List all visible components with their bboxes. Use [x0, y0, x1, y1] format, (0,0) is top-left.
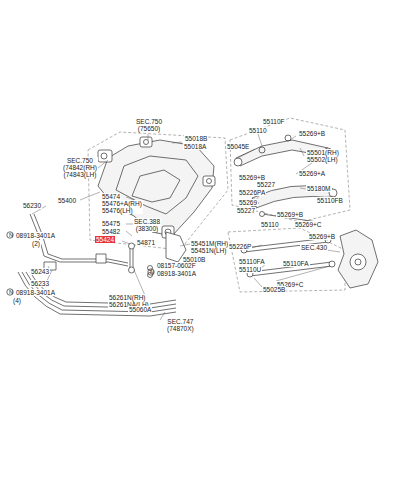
part-label: 56233: [30, 280, 50, 287]
part-label: (2): [31, 240, 41, 247]
part-label: 55269+B: [308, 233, 336, 240]
part-label: 55110FB: [316, 197, 344, 204]
part-label: 55226P: [228, 243, 252, 250]
part-label: 55018A: [183, 143, 207, 150]
part-label: 55110U: [238, 266, 262, 273]
part-label: 55475: [101, 220, 121, 227]
part-label: 08918-3401A: [15, 289, 56, 296]
part-label: 55110: [260, 221, 280, 228]
part-label: 08157-0602F: [156, 262, 197, 269]
part-label: SEC.430: [300, 244, 328, 251]
part-label: 56230: [22, 202, 42, 209]
part-label: 55269+B: [238, 174, 266, 181]
part-label: SEC.747 (74870X): [166, 318, 195, 332]
part-label: 55476+A(RH) 55476(LH): [101, 200, 143, 214]
part-label: 54871: [136, 239, 156, 246]
part-label: 55110FA: [282, 260, 310, 267]
part-label: 55400: [57, 197, 77, 204]
part-label: 55227: [256, 181, 276, 188]
part-label: SEC.750 (74842(RH) (74843(LH): [62, 157, 98, 178]
part-label: 55474: [101, 193, 121, 200]
part-label: 55269: [238, 199, 258, 206]
part-label: 55227: [236, 207, 256, 214]
part-label: 55451M(RH) 55451N(LH): [190, 240, 229, 254]
part-label: 55501(RH) 55502(LH): [306, 149, 340, 163]
part-label: 08918-3401A: [156, 270, 197, 277]
part-label: 55060A: [128, 306, 152, 313]
part-label: 56243: [30, 268, 50, 275]
part-label: 55110F: [262, 118, 286, 125]
part-label: 55045E: [226, 143, 250, 150]
part-label: 08918-3401A: [15, 232, 56, 239]
part-label: 55018B: [184, 135, 208, 142]
part-label: 55025B: [262, 286, 286, 293]
part-label: N: [8, 289, 14, 296]
part-label: 55269+B: [276, 211, 304, 218]
part-label: 55269+B: [298, 130, 326, 137]
part-label: SEC.750 (75650): [135, 118, 163, 132]
highlighted-part-number: 55424: [95, 236, 115, 243]
part-label: 55110: [248, 127, 268, 134]
part-label: 55226PA: [238, 189, 266, 196]
part-label: 55269+C: [294, 221, 323, 228]
part-label: N: [8, 232, 14, 239]
part-label: N: [149, 269, 155, 276]
part-label: 55269+A: [298, 170, 326, 177]
part-label: 55482: [101, 228, 121, 235]
part-label: (4): [12, 297, 22, 304]
part-label: 55110FA: [238, 258, 266, 265]
part-label: 55180M: [306, 185, 332, 192]
part-label: SEC.388 (38300): [133, 218, 161, 232]
